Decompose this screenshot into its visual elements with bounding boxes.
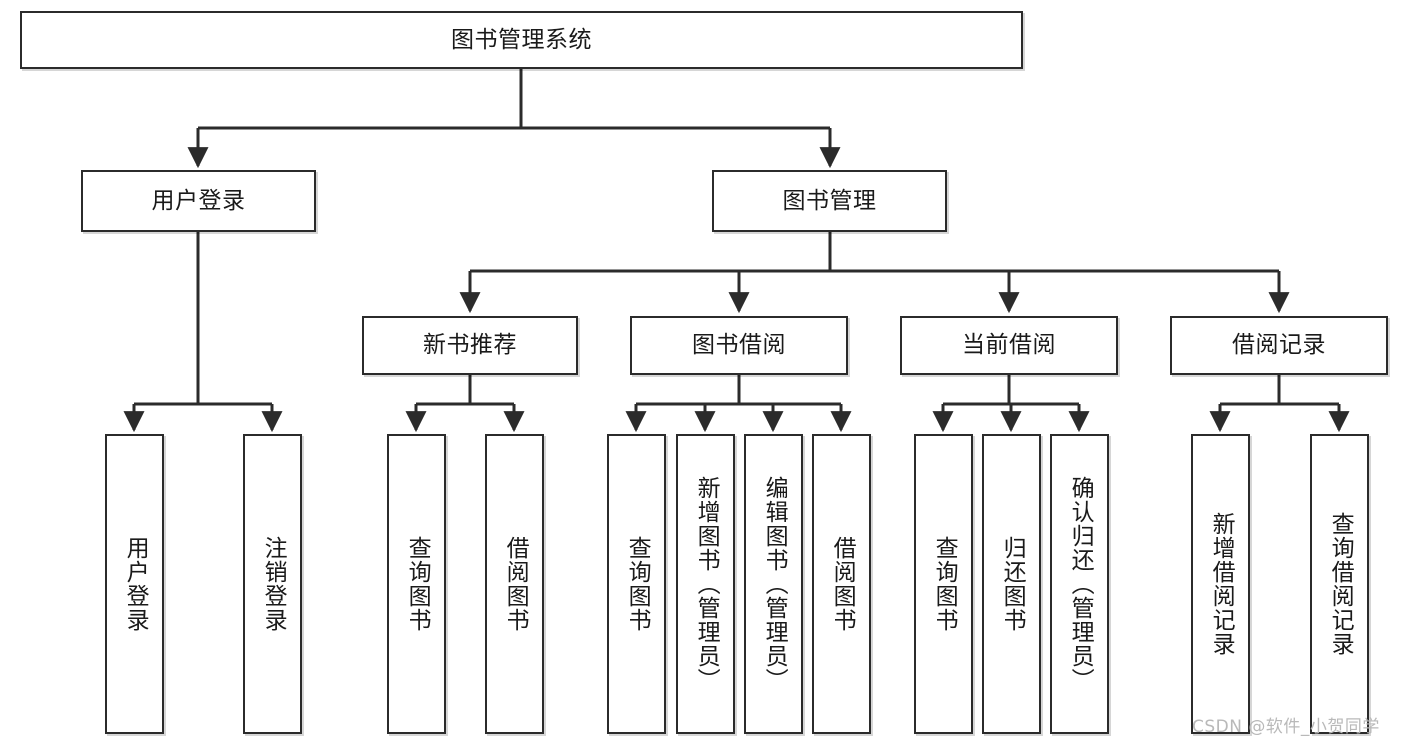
leaf-query-record-label: 查询借阅记录 — [1327, 512, 1354, 656]
leaf-add-book-label: 新增图书（管理员） — [693, 476, 720, 692]
leaf-query-book-current[interactable]: 查询图书 — [914, 434, 973, 734]
leaf-edit-book-label: 编辑图书（管理员） — [761, 476, 788, 692]
node-book-manage[interactable]: 图书管理 — [712, 170, 947, 232]
leaf-confirm-return-label: 确认归还（管理员） — [1067, 476, 1094, 692]
leaf-add-record-label: 新增借阅记录 — [1208, 512, 1235, 656]
leaf-query-book-current-label: 查询图书 — [931, 536, 958, 632]
leaf-query-book-borrow-label: 查询图书 — [624, 536, 651, 632]
node-current-borrow[interactable]: 当前借阅 — [900, 316, 1118, 375]
watermark: CSDN @软件_小贺同学 — [1192, 717, 1380, 737]
leaf-query-book-rec-label: 查询图书 — [404, 536, 431, 632]
node-book-borrow[interactable]: 图书借阅 — [630, 316, 848, 375]
leaf-logout[interactable]: 注销登录 — [243, 434, 302, 734]
leaf-borrow-book-rec[interactable]: 借阅图书 — [485, 434, 544, 734]
leaf-logout-label: 注销登录 — [260, 536, 287, 632]
node-book-manage-label: 图书管理 — [782, 187, 877, 214]
node-borrow-record-label: 借阅记录 — [1232, 332, 1326, 359]
node-root-label: 图书管理系统 — [451, 26, 592, 53]
leaf-user-login[interactable]: 用户登录 — [105, 434, 164, 734]
node-current-borrow-label: 当前借阅 — [962, 332, 1056, 359]
node-new-book-recommend[interactable]: 新书推荐 — [362, 316, 578, 375]
leaf-borrow-book-rec-label: 借阅图书 — [502, 536, 529, 632]
leaf-add-book[interactable]: 新增图书（管理员） — [676, 434, 735, 734]
node-user-login[interactable]: 用户登录 — [81, 170, 316, 232]
node-book-borrow-label: 图书借阅 — [692, 332, 786, 359]
leaf-edit-book[interactable]: 编辑图书（管理员） — [744, 434, 803, 734]
node-root[interactable]: 图书管理系统 — [20, 11, 1023, 69]
leaf-add-record[interactable]: 新增借阅记录 — [1191, 434, 1250, 734]
leaf-query-book-borrow[interactable]: 查询图书 — [607, 434, 666, 734]
leaf-return-book-label: 归还图书 — [999, 536, 1026, 632]
node-user-login-label: 用户登录 — [151, 187, 246, 214]
leaf-query-record[interactable]: 查询借阅记录 — [1310, 434, 1369, 734]
node-borrow-record[interactable]: 借阅记录 — [1170, 316, 1388, 375]
leaf-borrow-book-label: 借阅图书 — [829, 536, 856, 632]
leaf-user-login-label: 用户登录 — [122, 536, 149, 632]
leaf-confirm-return[interactable]: 确认归还（管理员） — [1050, 434, 1109, 734]
leaf-return-book[interactable]: 归还图书 — [982, 434, 1041, 734]
leaf-query-book-rec[interactable]: 查询图书 — [387, 434, 446, 734]
leaf-borrow-book[interactable]: 借阅图书 — [812, 434, 871, 734]
node-new-book-recommend-label: 新书推荐 — [423, 332, 517, 359]
